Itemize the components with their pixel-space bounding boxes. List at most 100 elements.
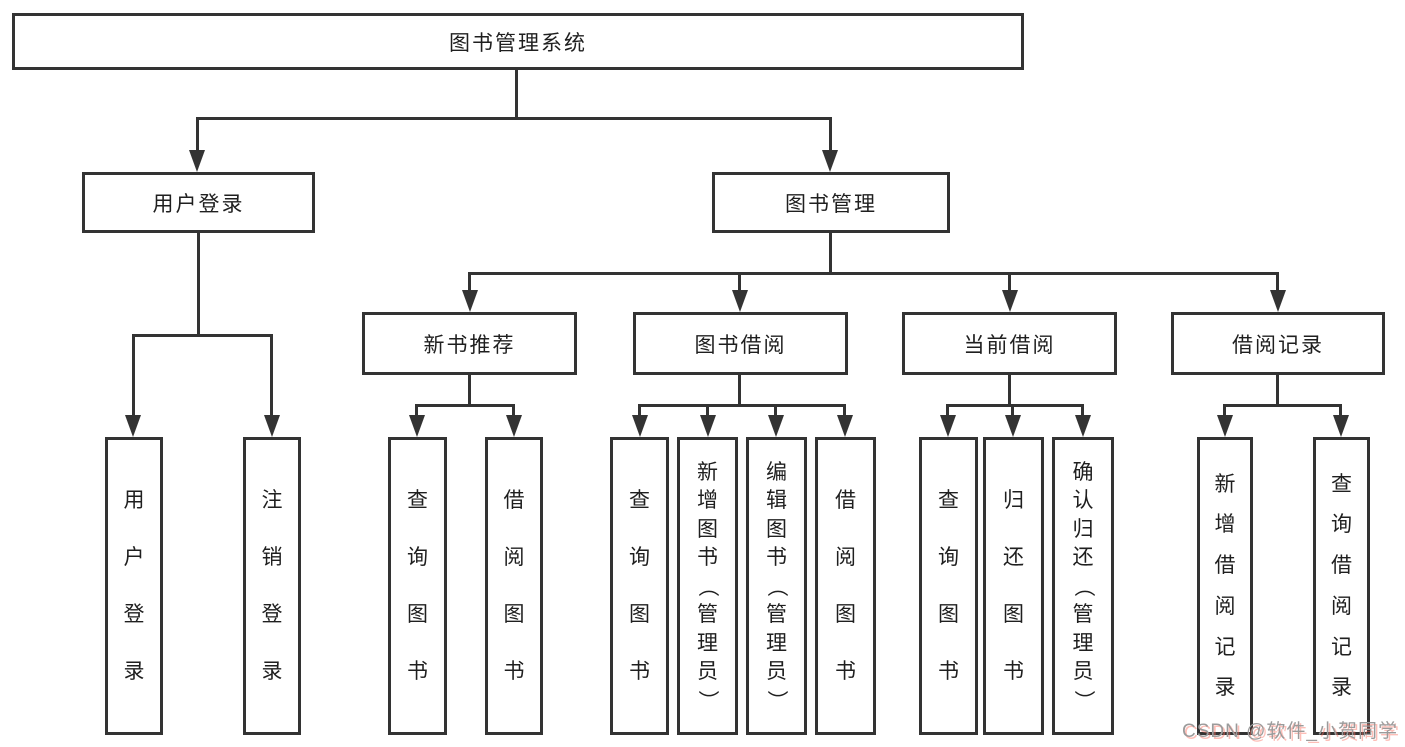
node-label-char: 图 (1003, 603, 1024, 626)
node-label-char: 阅 (835, 546, 856, 569)
node-label-char: 查 (407, 489, 428, 512)
node-label-char: （ (696, 575, 719, 597)
connector-line-vertical (1008, 272, 1011, 292)
connector-line-vertical (706, 404, 709, 417)
node-borrowing-records: 借阅记录 (1171, 312, 1385, 375)
node-label-char: 辑 (766, 489, 787, 512)
arrow-down-icon (1005, 415, 1021, 437)
connector-line-vertical (1339, 404, 1342, 417)
node-book-borrowing: 图书借阅 (633, 312, 848, 375)
connector-line-vertical (946, 404, 949, 417)
node-label-char: 注 (261, 489, 283, 512)
node-label-char: （ (1071, 575, 1095, 597)
node-label-char: 增 (1214, 513, 1236, 537)
arrow-down-icon (409, 415, 425, 437)
connector-line-vertical (638, 404, 641, 417)
node-label-char: 书 (1003, 660, 1024, 683)
node-label-char: 书 (629, 660, 650, 683)
node-label-char: 询 (1331, 513, 1352, 537)
node-label-char: 登 (123, 603, 145, 626)
node-label-char: 新 (1214, 472, 1236, 496)
connector-line-vertical (1276, 375, 1279, 406)
connector-line-horizontal (638, 404, 846, 407)
node-label-char: ） (765, 689, 788, 711)
node-label-char: 借 (503, 489, 525, 512)
node-label-char: 录 (1331, 676, 1352, 700)
connector-line-vertical (1276, 272, 1279, 292)
arrow-down-icon (1333, 415, 1349, 437)
node-label-char: 询 (629, 546, 650, 569)
node-label-char: 记 (1214, 635, 1236, 659)
connector-line-vertical (1081, 404, 1084, 417)
leaf-query-books-recommend: 查询图书 (388, 437, 447, 735)
leaf-query-books-borrowing: 查询图书 (610, 437, 669, 735)
csdn-watermark: CSDN @软件_小贺同学 (1182, 721, 1398, 742)
connector-line-vertical (829, 117, 832, 152)
node-label-char: 图 (407, 603, 428, 626)
leaf-confirm-return-admin: 确认归还（管理员） (1052, 437, 1114, 735)
node-new-book-recommendation: 新书推荐 (362, 312, 577, 375)
connector-line-horizontal (946, 404, 1084, 407)
node-label-char: 增 (697, 489, 718, 512)
connector-line-horizontal (196, 117, 832, 120)
connector-line-vertical (738, 272, 741, 292)
node-label-char: ） (696, 689, 719, 711)
node-label-char: 图 (835, 603, 856, 626)
node-label-char: 还 (1072, 546, 1094, 569)
leaf-borrow-books: 借阅图书 (815, 437, 876, 735)
node-label-char: 书 (766, 546, 787, 569)
connector-line-vertical (468, 272, 471, 292)
node-label-char: 用 (123, 489, 145, 512)
arrow-down-icon (264, 415, 280, 437)
leaf-query-books-current: 查询图书 (919, 437, 978, 735)
node-label-char: 编 (766, 460, 787, 484)
node-label-char: 员 (697, 660, 718, 683)
connector-line-vertical (1011, 404, 1014, 417)
node-current-borrowing: 当前借阅 (902, 312, 1117, 375)
node-label-char: 确 (1072, 460, 1094, 484)
node-label-char: 管 (697, 603, 718, 626)
arrow-down-icon (462, 290, 478, 312)
arrow-down-icon (940, 415, 956, 437)
node-label-char: 书 (697, 546, 718, 569)
node-book-management: 图书管理 (712, 172, 950, 233)
node-label-char: 查 (1331, 472, 1352, 496)
arrow-down-icon (125, 415, 141, 437)
arrow-down-icon (506, 415, 522, 437)
arrow-down-icon (837, 415, 853, 437)
node-label-char: （ (765, 575, 788, 597)
node-label-char: 书 (503, 660, 525, 683)
leaf-add-books-admin: 新增图书 （ 管理员 ） (677, 437, 738, 735)
leaf-query-borrow-record: 查询借阅记录 (1313, 437, 1370, 735)
connector-line-vertical (270, 334, 273, 417)
node-label-char: 员 (766, 660, 787, 683)
node-label-char: 登 (261, 603, 283, 626)
node-label-char: 管 (766, 603, 787, 626)
node-label-char: 查 (938, 489, 959, 512)
node-user-login: 用户登录 (82, 172, 315, 233)
arrow-down-icon (1075, 415, 1091, 437)
node-label-char: 理 (697, 631, 718, 655)
node-label-char: 书 (407, 660, 428, 683)
connector-line-horizontal (132, 334, 273, 337)
connector-line-vertical (415, 404, 418, 417)
leaf-logout: 注销登录 (243, 437, 301, 735)
node-label-char: 管 (1072, 603, 1094, 626)
node-label-char: 阅 (1214, 594, 1236, 618)
node-label-char: 借 (1331, 554, 1352, 578)
arrow-down-icon (1270, 290, 1286, 312)
node-label-char: 图 (503, 603, 525, 626)
arrow-down-icon (632, 415, 648, 437)
node-label-char: 查 (629, 489, 650, 512)
leaf-edit-books-admin: 编辑图书（管理员） (746, 437, 807, 735)
arrow-down-icon (768, 415, 784, 437)
node-label-char: 借 (1214, 554, 1236, 578)
connector-line-vertical (515, 70, 518, 118)
node-label-char: 新 (697, 460, 718, 484)
connector-line-horizontal (415, 404, 515, 407)
node-label-char: 图 (697, 517, 718, 541)
node-label-char: 图 (766, 517, 787, 541)
leaf-add-borrow-record: 新增借阅记录 (1197, 437, 1253, 735)
connector-line-vertical (512, 404, 515, 417)
